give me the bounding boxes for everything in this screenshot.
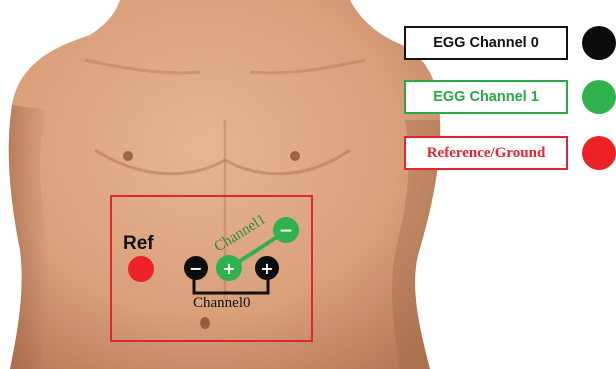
svg-text:+: +	[260, 259, 273, 278]
legend-reference-box: Reference/Ground	[404, 136, 568, 170]
legend-channel1-box: EGG Channel 1	[404, 80, 568, 114]
channel0-label: Channel0	[193, 295, 251, 311]
left-nipple	[123, 151, 133, 161]
navel	[200, 317, 210, 329]
ref-label: Ref	[123, 233, 154, 254]
channel0-plus-electrode: +	[255, 256, 279, 280]
svg-text:−: −	[189, 259, 202, 278]
torso	[9, 0, 440, 369]
channel1-plus-electrode: +	[216, 255, 242, 281]
channel1-minus-electrode: −	[273, 217, 299, 243]
legend-channel0-label: EGG Channel 0	[433, 35, 539, 51]
legend-channel1-dot	[582, 80, 616, 114]
legend-channel0-box: EGG Channel 0	[404, 26, 568, 60]
legend-channel1-label: EGG Channel 1	[433, 89, 539, 105]
ref-electrode	[128, 256, 154, 282]
channel0-minus-electrode: −	[184, 256, 208, 280]
legend-reference-dot	[582, 136, 616, 170]
right-nipple	[290, 151, 300, 161]
svg-text:−: −	[279, 221, 293, 241]
legend-channel0-dot	[582, 26, 616, 60]
svg-text:+: +	[222, 259, 235, 278]
legend-reference-label: Reference/Ground	[427, 145, 546, 162]
